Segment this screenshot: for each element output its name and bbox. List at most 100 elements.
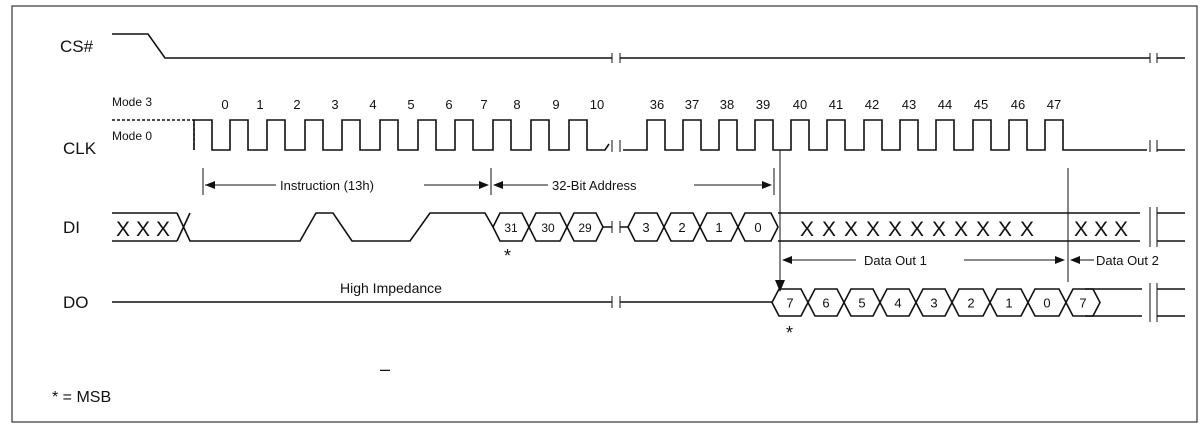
clock-number: 45 — [974, 97, 988, 112]
clock-number: 41 — [829, 97, 843, 112]
clock-number: 44 — [938, 97, 952, 112]
address-span — [493, 181, 772, 189]
bit-label: 5 — [858, 296, 865, 311]
di-cross: X — [116, 218, 130, 241]
clock-number: 5 — [407, 97, 414, 112]
bit-cell: 4 — [879, 288, 917, 317]
bit-label: 30 — [541, 221, 555, 235]
bit-cell: 30 — [528, 212, 568, 242]
bit-cell: 5 — [843, 288, 881, 317]
stray-mark: – — [380, 359, 390, 379]
bit-label: 7 — [786, 296, 793, 311]
cs-waveform — [112, 33, 1185, 63]
bit-cell: 7 — [771, 288, 809, 317]
di-cross: X — [976, 218, 990, 241]
data-out-1-span — [782, 256, 1065, 264]
di-cross: X — [844, 218, 858, 241]
clock-number: 8 — [513, 97, 520, 112]
di-cross: X — [998, 218, 1012, 241]
di-cross: X — [954, 218, 968, 241]
bit-label: 0 — [754, 220, 761, 235]
di-cross: X — [1020, 218, 1034, 241]
clk-label: CLK — [63, 139, 97, 158]
address-label: 32-Bit Address — [552, 178, 637, 193]
clock-number: 1 — [256, 97, 263, 112]
di-cross: X — [866, 218, 880, 241]
data-out-1-label: Data Out 1 — [864, 253, 927, 268]
diagram-frame — [11, 5, 1198, 423]
clk-waveform — [112, 119, 1185, 152]
clock-number: 0 — [221, 97, 228, 112]
clock-number: 2 — [293, 97, 300, 112]
msb-legend: * = MSB — [52, 389, 111, 406]
bit-cell: 1 — [699, 212, 739, 242]
bit-label: 3 — [642, 220, 649, 235]
clock-number: 38 — [720, 97, 734, 112]
mode0-label: Mode 0 — [112, 129, 152, 143]
bit-label: 2 — [678, 220, 685, 235]
di-cross: X — [1074, 218, 1088, 241]
di-cross-marks: X X X X X X X X X X X X X X X X X — [116, 218, 1128, 241]
bit-label: 29 — [578, 221, 592, 235]
di-cross: X — [136, 218, 150, 241]
clock-number: 37 — [685, 97, 699, 112]
clock-number: 46 — [1011, 97, 1025, 112]
clock-number: 6 — [445, 97, 452, 112]
di-label: DI — [63, 218, 80, 237]
bit-label: 31 — [504, 221, 518, 235]
bit-cell: 3 — [627, 212, 665, 242]
clock-number: 42 — [865, 97, 879, 112]
bit-cell: 6 — [807, 288, 845, 317]
instruction-span — [205, 181, 489, 189]
di-cross: X — [822, 218, 836, 241]
di-waveform — [112, 207, 1185, 247]
mode3-label: Mode 3 — [112, 95, 152, 109]
bit-cell: 7 — [1065, 288, 1101, 317]
data-out-2-span — [1070, 256, 1094, 264]
di-cross: X — [800, 218, 814, 241]
bit-cell: 0 — [1027, 288, 1067, 317]
bit-cell: 2 — [663, 212, 701, 242]
clock-number: 43 — [902, 97, 916, 112]
bit-cell: 2 — [951, 288, 991, 317]
di-cross: X — [888, 218, 902, 241]
di-cross: X — [932, 218, 946, 241]
clock-number: 10 — [590, 97, 604, 112]
bit-label: 1 — [1005, 296, 1012, 311]
do-label: DO — [63, 293, 89, 312]
bit-cell: 0 — [737, 212, 779, 242]
data-out-2-label: Data Out 2 — [1096, 253, 1159, 268]
do-waveform — [112, 280, 1185, 322]
bit-label: 7 — [1079, 296, 1086, 311]
msb-mark-di: * — [504, 246, 511, 266]
bit-label: 0 — [1043, 296, 1050, 311]
high-impedance-label: High Impedance — [340, 280, 442, 296]
clock-number: 36 — [650, 97, 664, 112]
di-cross: X — [156, 218, 170, 241]
bit-label: 4 — [894, 296, 901, 311]
clock-number: 39 — [756, 97, 770, 112]
di-bit-cells: 31 30 29 3 2 1 0 — [492, 212, 779, 242]
clock-number: 9 — [552, 97, 559, 112]
bit-cell: 1 — [989, 288, 1029, 317]
msb-mark-do: * — [786, 323, 793, 343]
clock-number: 47 — [1047, 97, 1061, 112]
bit-label: 1 — [715, 220, 722, 235]
clock-number: 4 — [369, 97, 376, 112]
instruction-label: Instruction (13h) — [280, 178, 374, 193]
bit-cell: 29 — [566, 212, 604, 242]
bit-label: 6 — [822, 296, 829, 311]
di-cross: X — [1094, 218, 1108, 241]
bit-label: 3 — [930, 296, 937, 311]
clock-number: 40 — [793, 97, 807, 112]
bit-cell: 31 — [492, 212, 530, 242]
bit-cell: 3 — [915, 288, 953, 317]
clock-number: 3 — [331, 97, 338, 112]
cs-label: CS# — [60, 37, 94, 56]
clock-number: 7 — [480, 97, 487, 112]
di-cross: X — [1114, 218, 1128, 241]
di-cross: X — [910, 218, 924, 241]
